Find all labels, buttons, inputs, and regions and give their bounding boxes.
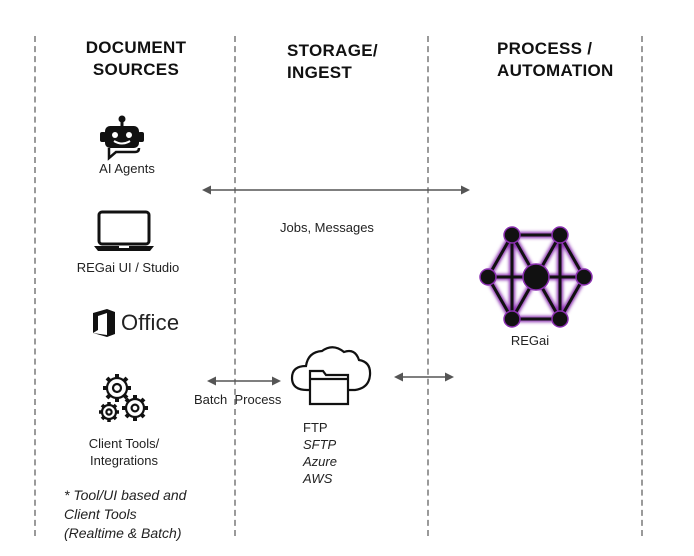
- storage-options-list: FTP SFTP Azure AWS: [303, 419, 337, 487]
- divider-sources-storage: [234, 36, 236, 536]
- arrow-jobs-messages: [202, 185, 470, 195]
- heading-storage-ingest: STORAGE/ INGEST: [287, 41, 378, 82]
- office-logo-icon: [93, 309, 115, 337]
- divider-right: [641, 36, 643, 536]
- arrow-ingest-process: [394, 372, 454, 382]
- divider-left: [34, 36, 36, 536]
- arrow-batch-process: [207, 376, 281, 386]
- label-ai-agents: AI Agents: [99, 161, 155, 176]
- robot-icon: [100, 115, 144, 161]
- storage-azure: Azure: [303, 454, 337, 469]
- heading-process-automation: PROCESS / AUTOMATION: [497, 39, 614, 80]
- label-batch-process: Batch Process: [194, 392, 282, 407]
- heading-document-sources: DOCUMENT SOURCES: [85, 38, 187, 79]
- divider-storage-process: [427, 36, 429, 536]
- laptop-icon: [94, 210, 154, 251]
- gears-icon: [99, 374, 148, 422]
- office-logo-text: Office: [121, 310, 180, 335]
- storage-aws: AWS: [303, 471, 333, 486]
- regai-hub-icon: [479, 226, 593, 328]
- label-regai-ui-studio: REGai UI / Studio: [76, 260, 180, 275]
- label-regai: REGai: [510, 333, 550, 348]
- cloud-folder-icon: [290, 346, 372, 406]
- storage-sftp: SFTP: [303, 437, 337, 452]
- storage-ftp: FTP: [303, 420, 328, 435]
- footnote: * Tool/UI based and Client Tools (Realti…: [64, 487, 187, 541]
- label-jobs-messages: Jobs, Messages: [280, 220, 374, 235]
- label-client-tools: Client Tools/ Integrations: [88, 436, 160, 468]
